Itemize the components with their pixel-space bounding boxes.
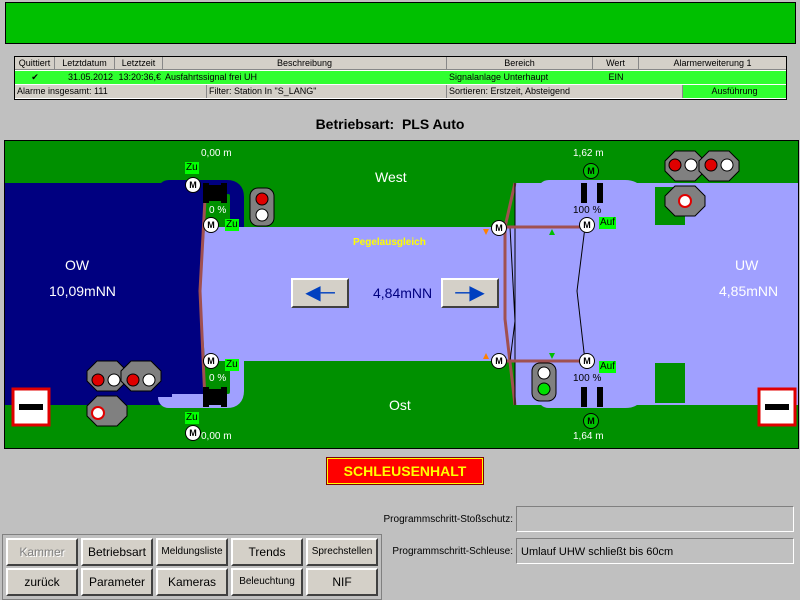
sw-valve-state: Zu [185, 412, 199, 424]
se-valve-state: Auf [599, 361, 617, 373]
se-motor-icon[interactable]: M [583, 413, 599, 429]
kameras-button[interactable]: Kameras [156, 568, 228, 596]
mode-value: PLS Auto [401, 116, 465, 132]
ne-valve-percent: 100 % [573, 205, 602, 216]
uw-level: 4,85mNN [719, 283, 779, 299]
signal-upper-west [249, 187, 275, 227]
meldungsliste-button[interactable]: Meldungsliste [156, 538, 228, 566]
se-valve-percent: 100 % [573, 373, 602, 384]
nw-motor-icon[interactable]: M [185, 177, 201, 193]
alarm-sort: Sortieren: Erstzeit, Absteigend [447, 85, 683, 98]
alarm-footer-row: Alarme insgesamt: 111 Filter: Station In… [15, 85, 786, 99]
upper-water [5, 183, 205, 405]
ne-valve-state: Auf [599, 217, 617, 229]
pegelausgleich-label: Pegelausgleich [353, 237, 426, 248]
lower-gate-south-motor-icon[interactable]: M [491, 353, 507, 369]
sw-gate-state: Zu [225, 359, 239, 371]
signal-lower-west-cluster [86, 360, 162, 427]
direction-west-button[interactable]: ◀─ [291, 278, 349, 308]
sw-valve-height: 0,00 m [201, 431, 232, 442]
betriebsart-button[interactable]: Betriebsart [81, 538, 153, 566]
uw-label: UW [735, 257, 759, 273]
ow-label: OW [65, 257, 90, 273]
se-valve-height: 1,64 m [573, 431, 604, 442]
zurueck-button[interactable]: zurück [6, 568, 78, 596]
alarm-count: Alarme insgesamt: 111 [15, 85, 207, 98]
beleuchtung-button[interactable]: Beleuchtung [231, 568, 303, 596]
lower-gate-north-motor-icon[interactable]: M [491, 220, 507, 236]
lock-graphic [5, 180, 798, 408]
ne-gate-motor-icon[interactable]: M [579, 217, 595, 233]
ost-label: Ost [389, 397, 411, 413]
parameter-button[interactable]: Parameter [81, 568, 153, 596]
nw-gate-state: Zu [225, 219, 239, 231]
lock-diagram: West Ost OW 10,09mNN UW 4,85mNN 4,84mNN … [4, 140, 799, 449]
kammer-button[interactable]: Kammer [6, 538, 78, 566]
top-status-bar [5, 2, 796, 44]
schleuse-field: Umlauf UHW schließt bis 60cm [516, 538, 794, 564]
alarm-time: 13:20:36,€ [118, 72, 161, 82]
alarm-execution-status[interactable]: Ausführung [683, 85, 786, 98]
stoss-field [516, 506, 794, 532]
col-alarmerweiterung[interactable]: Alarmerweiterung 1 [639, 57, 786, 70]
col-letztdatum[interactable]: Letztdatum [55, 57, 115, 70]
nw-valve-percent: 0 % [209, 205, 227, 216]
alarm-area: Signalanlage Unterhaupt [449, 72, 549, 82]
ow-level: 10,09mNN [49, 283, 116, 299]
col-quittiert[interactable]: Quittiert [15, 57, 55, 70]
alarm-date: 31.05.2012 [67, 72, 113, 82]
col-letztzeit[interactable]: Letztzeit [115, 57, 163, 70]
nw-valve-state: Zu [185, 162, 199, 174]
alarm-header-row: Quittiert Letztdatum Letztzeit Beschreib… [15, 57, 786, 70]
chamber-level: 4,84mNN [373, 285, 433, 301]
alarm-filter: Filter: Station In "S_LANG" [207, 85, 447, 98]
mode-label: Betriebsart: [315, 116, 395, 132]
lock-chamber [200, 183, 798, 405]
col-wert[interactable]: Wert [593, 57, 639, 70]
signal-lights [11, 150, 797, 427]
sprechstellen-button[interactable]: Sprechstellen [306, 538, 378, 566]
alarm-row[interactable]: ✔ 31.05.2012 13:20:36,€ Ausfahrtssignal … [15, 71, 786, 84]
col-beschreibung[interactable]: Beschreibung [163, 57, 447, 70]
direction-east-button[interactable]: ─▶ [441, 278, 499, 308]
alarm-extension [639, 71, 786, 84]
nw-valve-height: 0,00 m [201, 148, 232, 159]
alarm-value: EIN [608, 72, 624, 82]
alarm-description: Ausfahrtssignal frei UH [165, 72, 258, 82]
nw-gate-motor-icon[interactable]: M [203, 217, 219, 233]
sw-valve-percent: 0 % [209, 373, 227, 384]
ne-valve-height: 1,62 m [573, 148, 604, 159]
culvert-sw [158, 361, 244, 408]
alarm-check-icon: ✔ [31, 72, 39, 82]
se-gate-motor-icon[interactable]: M [579, 353, 595, 369]
schleuse-label: Programmschritt-Schleuse: [392, 546, 513, 557]
west-label: West [375, 169, 407, 185]
nif-button[interactable]: NIF [306, 568, 378, 596]
barrier-west [11, 387, 51, 427]
trends-button[interactable]: Trends [231, 538, 303, 566]
ne-motor-icon[interactable]: M [583, 163, 599, 179]
schleusenhalt-button[interactable]: SCHLEUSENHALT [326, 457, 484, 485]
operating-mode-title: Betriebsart: PLS Auto [0, 116, 780, 132]
stoss-label: Programmschritt-Stoßschutz: [383, 514, 513, 525]
sw-gate-motor-icon[interactable]: M [203, 353, 219, 369]
col-bereich[interactable]: Bereich [447, 57, 593, 70]
alarm-table[interactable]: Quittiert Letztdatum Letztzeit Beschreib… [14, 56, 787, 100]
signal-upper-east-cluster [664, 150, 740, 217]
sw-motor-icon[interactable]: M [185, 425, 201, 441]
signal-lower-east [531, 362, 557, 402]
barrier-east [757, 387, 797, 427]
